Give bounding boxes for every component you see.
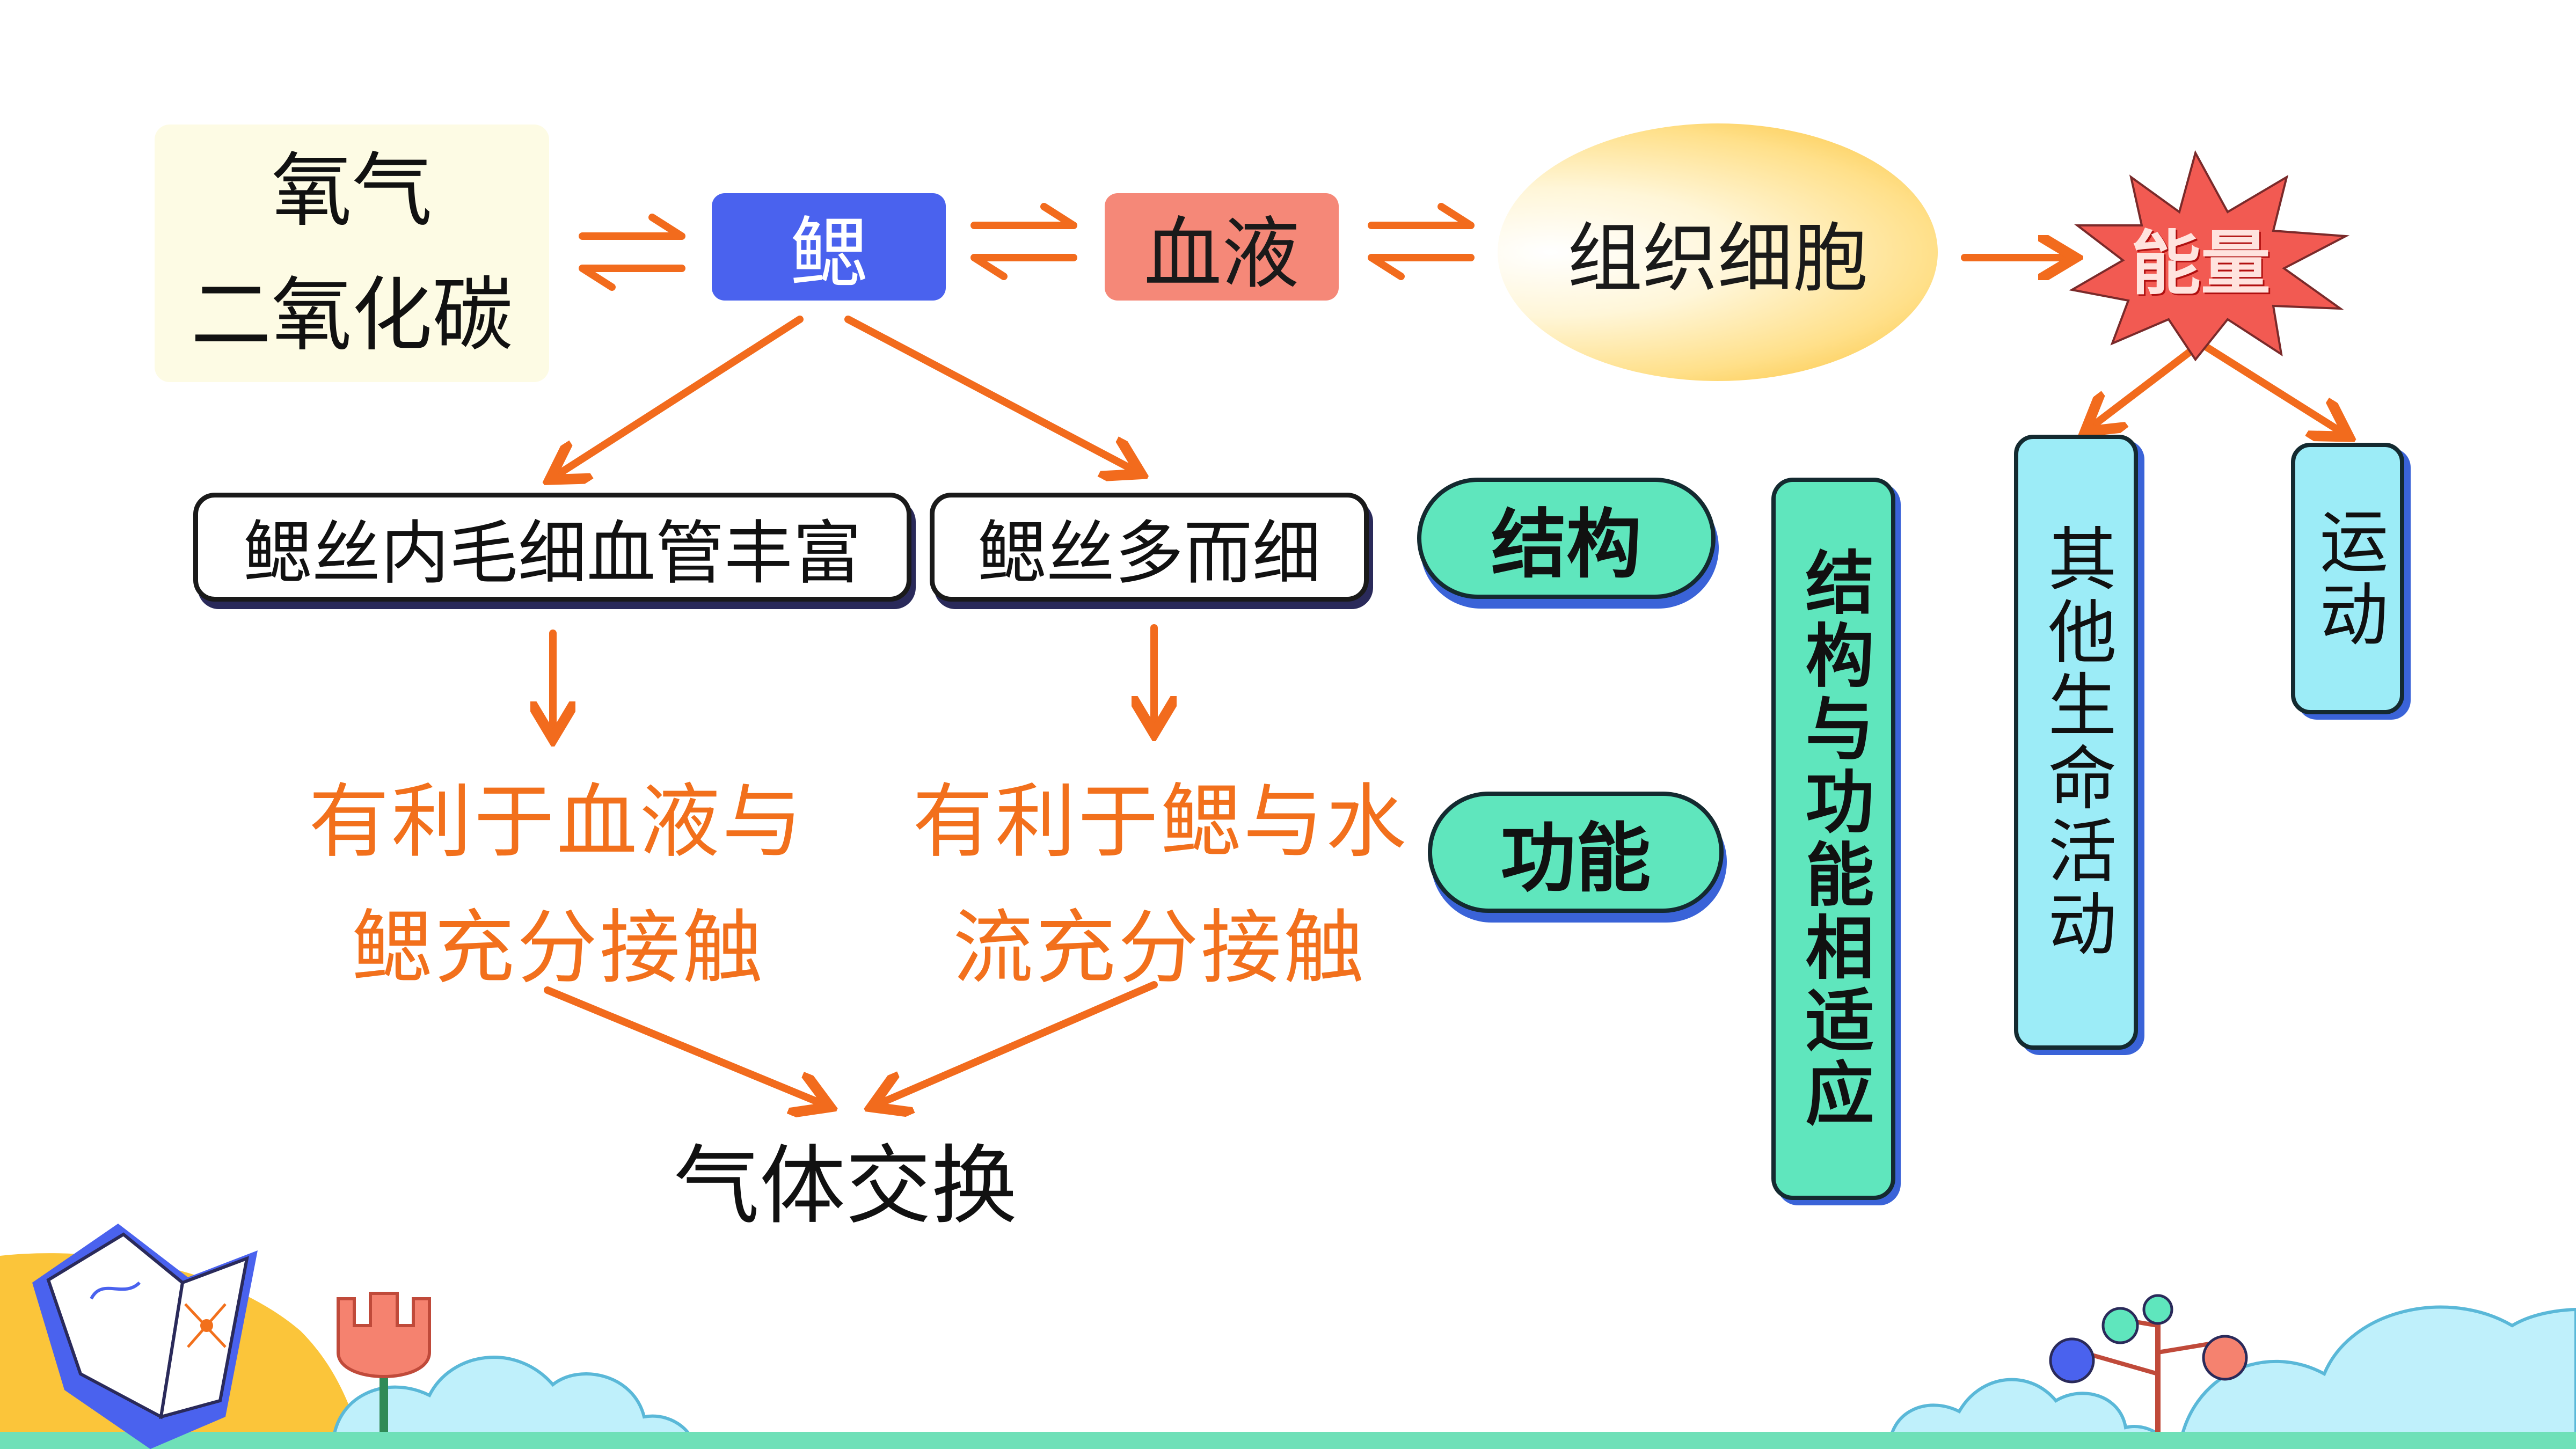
energy-label: 能量 [2130, 223, 2271, 304]
energy-burst [2069, 150, 2350, 362]
arrow-blood-to-gill [970, 254, 1077, 280]
ground-stripe [0, 1432, 2576, 1449]
movement-tag: 运动 [2291, 443, 2404, 714]
gill-label: 鳃 [790, 209, 868, 299]
adaptation-tag-label: 结构与功能相适应 [1793, 547, 1873, 1131]
cloud-right [1887, 1378, 2171, 1449]
flower-icon [337, 1292, 431, 1378]
blood-label: 血液 [1144, 209, 1300, 299]
function-left-line2: 鳃充分接触 [352, 902, 765, 995]
life-activities-tag: 其他生命活动 [2014, 435, 2138, 1050]
carbon-dioxide-label: 二氧化碳 [191, 269, 513, 362]
tree-icon [2049, 1294, 2248, 1432]
structure-tag-label: 结构 [1491, 501, 1641, 589]
structure-left-box: 鳃丝内毛细血管丰富 [193, 493, 911, 602]
structure-right-box: 鳃丝多而细 [930, 493, 1369, 602]
gas-exchange-label: 气体交换 [674, 1136, 1018, 1236]
life-activities-label: 其他生命活动 [2036, 523, 2116, 961]
function-right-line2: 流充分接触 [953, 902, 1367, 995]
arrow-function-right-to-result [875, 981, 1158, 1106]
gill-box: 鳃 [712, 193, 946, 301]
oxygen-label: 氧气 [271, 144, 433, 238]
arrow-function-left-to-result [544, 986, 827, 1106]
arrow-gill-to-structure-left [553, 316, 804, 478]
blood-box: 血液 [1105, 193, 1339, 301]
arrow-gas-to-gill [579, 214, 685, 240]
arrow-tissue-to-blood [1368, 254, 1475, 280]
tissue-cell-label: 组织细胞 [1567, 215, 1868, 303]
arrow-energy-to-movement [2197, 340, 2346, 435]
arrow-gill-to-gas [579, 265, 685, 291]
function-tag-label: 功能 [1500, 815, 1651, 903]
book-icon [32, 1224, 258, 1449]
structure-right-label: 鳃丝多而细 [977, 514, 1321, 594]
structure-left-label: 鳃丝内毛细血管丰富 [243, 514, 862, 594]
gas-box: 氧气 二氧化碳 [155, 125, 549, 382]
arrow-gill-to-structure-right [844, 316, 1138, 472]
arrow-gill-to-blood [970, 203, 1077, 229]
arrow-energy-to-life [2088, 340, 2205, 429]
function-tag: 功能 [1428, 792, 1724, 913]
tissue-cell-ellipse: 组织细胞 [1498, 123, 1938, 381]
arrow-blood-to-tissue [1368, 203, 1475, 229]
movement-label: 运动 [2308, 506, 2388, 652]
structure-tag: 结构 [1417, 478, 1716, 599]
adaptation-tag: 结构与功能相适应 [1771, 478, 1895, 1200]
function-left-line1: 有利于血液与 [309, 775, 805, 869]
function-right-line1: 有利于鳃与水 [913, 775, 1409, 869]
